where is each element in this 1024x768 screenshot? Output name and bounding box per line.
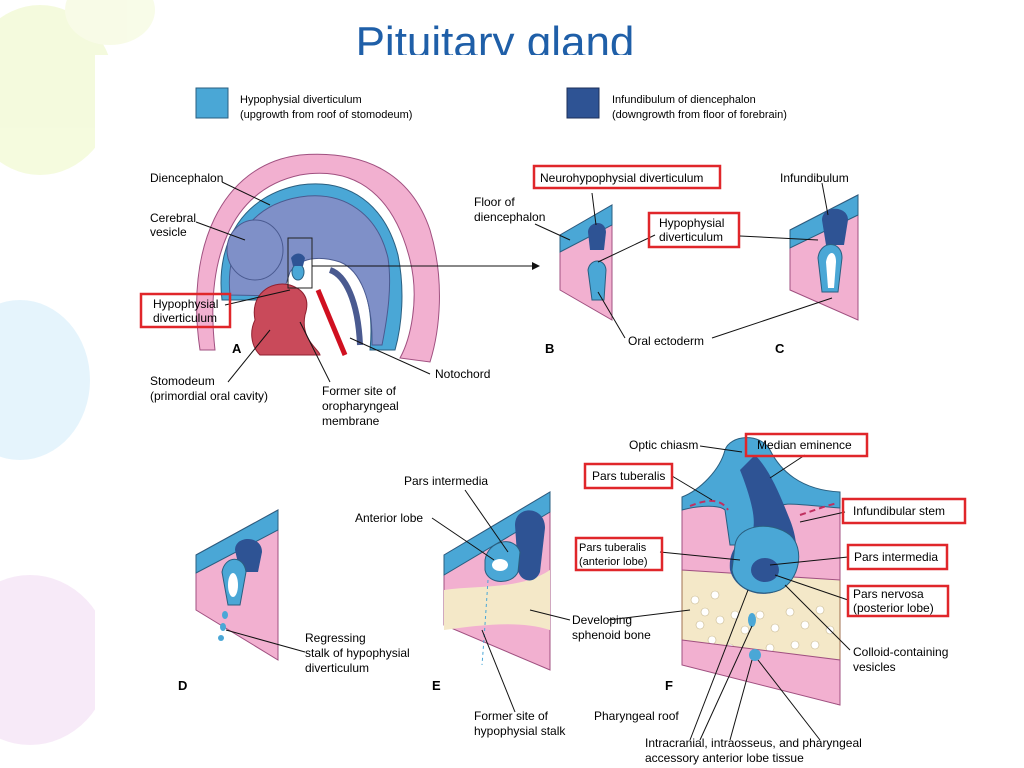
label-stomodeum-2: (primordial oral cavity) [150, 389, 268, 403]
label-accessory-tissue-2: accessory anterior lobe tissue [645, 751, 804, 765]
label-colloid-vesicles-1: Colloid-containing [853, 645, 948, 659]
highlight-box-pars-tuberalis [583, 462, 674, 490]
label-pars-tuberalis: Pars tuberalis [592, 469, 665, 483]
label-hypophysial-diverticulum-b-1: Hypophysial [659, 216, 724, 230]
label-developing-sphenoid-2: sphenoid bone [572, 628, 651, 642]
panel-d-drawing [195, 509, 306, 661]
panel-f-drawing [607, 437, 851, 741]
label-former-site-a-2: oropharyngeal [322, 399, 399, 413]
legend-infundibulum-label: Infundibulum of diencephalon [612, 94, 756, 106]
panel-letter-e: E [432, 678, 441, 693]
label-regressing-stalk-1: Regressing [305, 631, 366, 645]
label-former-site-a-3: membrane [322, 414, 380, 428]
label-pars-nervosa-1: Pars nervosa [853, 587, 924, 601]
label-former-site-a-1: Former site of [322, 384, 397, 398]
label-developing-sphenoid-1: Developing [572, 613, 632, 627]
label-hypophysial-diverticulum-a-2: diverticulum [153, 311, 217, 325]
label-colloid-vesicles-2: vesicles [853, 660, 896, 674]
background-balloons [0, 0, 155, 745]
label-notochord: Notochord [435, 367, 490, 381]
label-hypophysial-diverticulum-a-1: Hypophysial [153, 297, 218, 311]
label-hypophysial-diverticulum-b-2: diverticulum [659, 230, 723, 244]
label-regressing-stalk-2: stalk of hypophysial [305, 646, 410, 660]
label-former-stalk-1: Former site of [474, 709, 549, 723]
label-diencephalon: Diencephalon [150, 171, 223, 185]
label-infundibulum: Infundibulum [780, 171, 849, 185]
label-pars-intermedia-f: Pars intermedia [854, 550, 938, 564]
label-optic-chiasm: Optic chiasm [629, 438, 698, 452]
highlight-box-infundibular-stem [841, 497, 967, 525]
label-neurohypophysial-diverticulum: Neurohypophysial diverticulum [540, 171, 703, 185]
label-floor-of-diencephalon-2: diencephalon [474, 210, 545, 224]
legend-swatch-hypophysial [195, 87, 229, 119]
label-median-eminence: Median eminence [757, 438, 852, 452]
legend: Hypophysial diverticulum (upgrowth from … [195, 87, 787, 121]
label-pars-tuberalis-anterior-2: (anterior lobe) [579, 556, 647, 568]
label-regressing-stalk-3: diverticulum [305, 661, 369, 675]
panel-b-drawing [534, 192, 656, 339]
highlight-box-pars-intermedia [846, 543, 949, 571]
label-pars-nervosa-2: (posterior lobe) [853, 601, 934, 615]
label-stomodeum-1: Stomodeum [150, 374, 215, 388]
label-floor-of-diencephalon-1: Floor of [474, 195, 515, 209]
legend-infundibulum-sublabel: (downgrowth from floor of forebrain) [612, 109, 787, 121]
panel-letter-d: D [178, 678, 187, 693]
label-accessory-tissue-1: Intracranial, intraosseus, and pharyngea… [645, 736, 862, 750]
label-former-stalk-2: hypophysial stalk [474, 724, 566, 738]
highlight-box-neurohypophysial [532, 164, 722, 190]
legend-swatch-infundibulum [566, 87, 600, 119]
label-pharyngeal-roof: Pharyngeal roof [594, 709, 679, 723]
label-pars-tuberalis-anterior-1: Pars tuberalis [579, 542, 647, 554]
panel-letter-c: C [775, 341, 785, 356]
label-cerebral-vesicle-2: vesicle [150, 225, 187, 239]
highlight-box-pars-tuberalis-anterior [574, 536, 664, 572]
legend-hypophysial-label: Hypophysial diverticulum [240, 94, 362, 106]
highlight-box-hypophysial-a [139, 292, 232, 329]
label-cerebral-vesicle-1: Cerebral [150, 211, 196, 225]
highlight-box-median-eminence [744, 432, 869, 458]
label-oral-ectoderm: Oral ectoderm [628, 334, 704, 348]
label-anterior-lobe: Anterior lobe [355, 511, 423, 525]
label-infundibular-stem: Infundibular stem [853, 504, 945, 518]
highlight-box-hypophysial-b [647, 211, 741, 249]
panel-letter-f: F [665, 678, 673, 693]
panel-a-drawing [195, 153, 540, 383]
panel-e-drawing [431, 489, 571, 713]
legend-hypophysial-sublabel: (upgrowth from roof of stomodeum) [240, 109, 412, 121]
panel-c-drawing [711, 182, 859, 339]
panel-letter-b: B [545, 341, 554, 356]
label-pars-intermedia-e: Pars intermedia [404, 474, 488, 488]
highlight-box-pars-nervosa [846, 584, 950, 618]
panel-letter-a: A [232, 341, 242, 356]
